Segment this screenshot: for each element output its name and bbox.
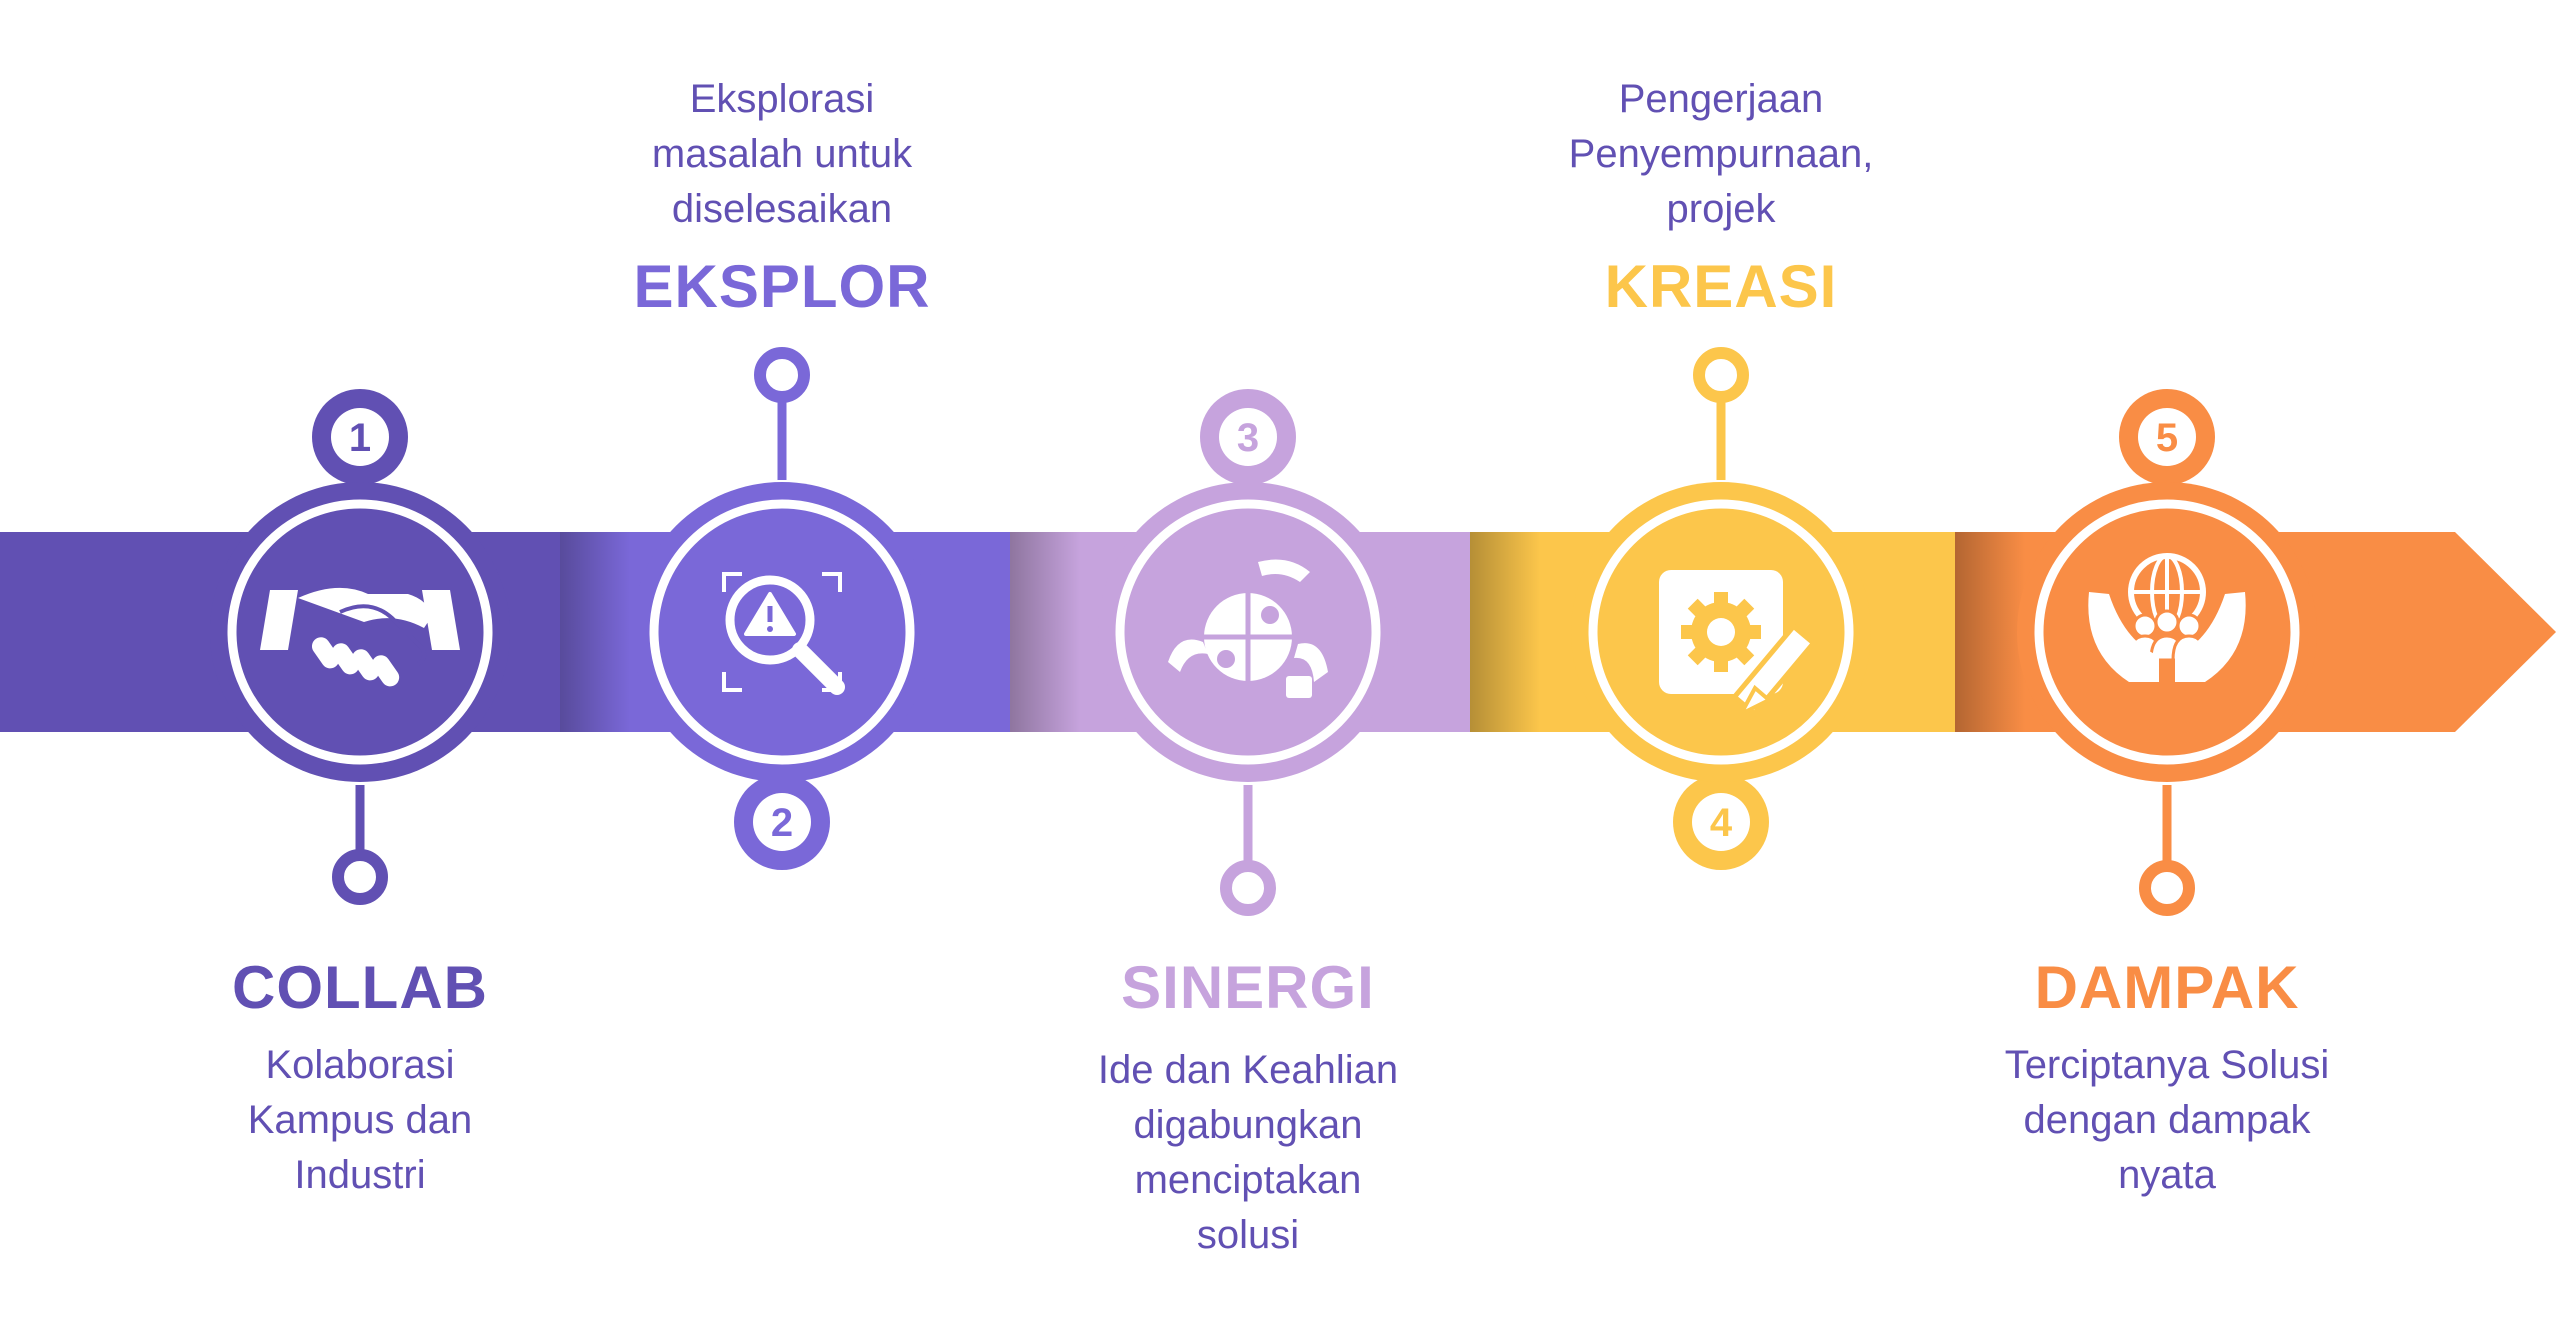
step-text-dampak: DAMPAK Terciptanya Solusi dengan dampak nya… [2005, 954, 2330, 1197]
step-description-line: masalah untuk [652, 132, 913, 176]
step-title: DAMPAK [2035, 954, 2300, 1021]
step-description-line: projek [1667, 187, 1777, 231]
step-connector-ring-5 [2139, 860, 2195, 916]
globe-hands-icon [2088, 553, 2246, 682]
step-node-sinergi: 3 [1098, 389, 1398, 916]
step-description-line: Eksplorasi [690, 77, 875, 121]
step-text-sinergi: SINERGI Ide dan Keahlian digabungkan mencip… [1098, 954, 1398, 1257]
step-description-line: Kolaborasi [265, 1043, 454, 1087]
step-circle-1 [210, 482, 510, 782]
step-number-2: 2 [771, 801, 793, 845]
band-shadow-4 [1470, 532, 1540, 732]
step-description-line: Terciptanya Solusi [2005, 1043, 2330, 1087]
step-node-eksplor: 2 [632, 347, 932, 870]
step-description-line: Pengerjaan [1619, 77, 1824, 121]
step-description-line: Industri [294, 1153, 425, 1197]
handshake-icon [260, 587, 460, 687]
step-node-dampak: 5 [2017, 389, 2317, 916]
step-nodes: 1 2 3 4 5 [210, 347, 2317, 916]
band-shadow-5 [1955, 532, 2025, 732]
step-number-5: 5 [2156, 416, 2178, 460]
step-description-line: Penyempurnaan, [1569, 132, 1874, 176]
step-node-collab: 1 [210, 389, 510, 905]
step-connector-ring-2 [754, 347, 810, 403]
step-connector-ring-4 [1693, 347, 1749, 403]
step-connector-ring-1 [332, 849, 388, 905]
step-description-line: menciptakan [1135, 1158, 1362, 1202]
step-number-3: 3 [1237, 416, 1259, 460]
step-description-line: Ide dan Keahlian [1098, 1048, 1398, 1092]
step-number-4: 4 [1710, 801, 1733, 845]
step-title: EKSPLOR [633, 253, 930, 320]
step-description-line: Kampus dan [248, 1098, 473, 1142]
step-description-line: nyata [2118, 1153, 2217, 1197]
step-title: SINERGI [1121, 954, 1375, 1021]
step-title: COLLAB [232, 954, 488, 1021]
search-warning-icon [722, 572, 845, 695]
step-description-line: solusi [1197, 1213, 1299, 1257]
step-node-kreasi: 4 [1571, 347, 1871, 870]
step-description-line: digabungkan [1133, 1103, 1362, 1147]
step-description-line: diselesaikan [672, 187, 892, 231]
step-connector-ring-3 [1220, 860, 1276, 916]
gear-pencil-icon [1659, 570, 1818, 719]
puzzle-hands-icon [1168, 559, 1328, 698]
step-number-1: 1 [349, 416, 371, 460]
band-shadow-3 [1010, 532, 1080, 732]
step-text-eksplor: EKSPLOR Eksplorasi masalah untuk diselesaik… [633, 77, 930, 320]
step-description-line: dengan dampak [2024, 1098, 2312, 1142]
step-title: KREASI [1605, 253, 1838, 320]
band-shadow-2 [560, 532, 630, 732]
